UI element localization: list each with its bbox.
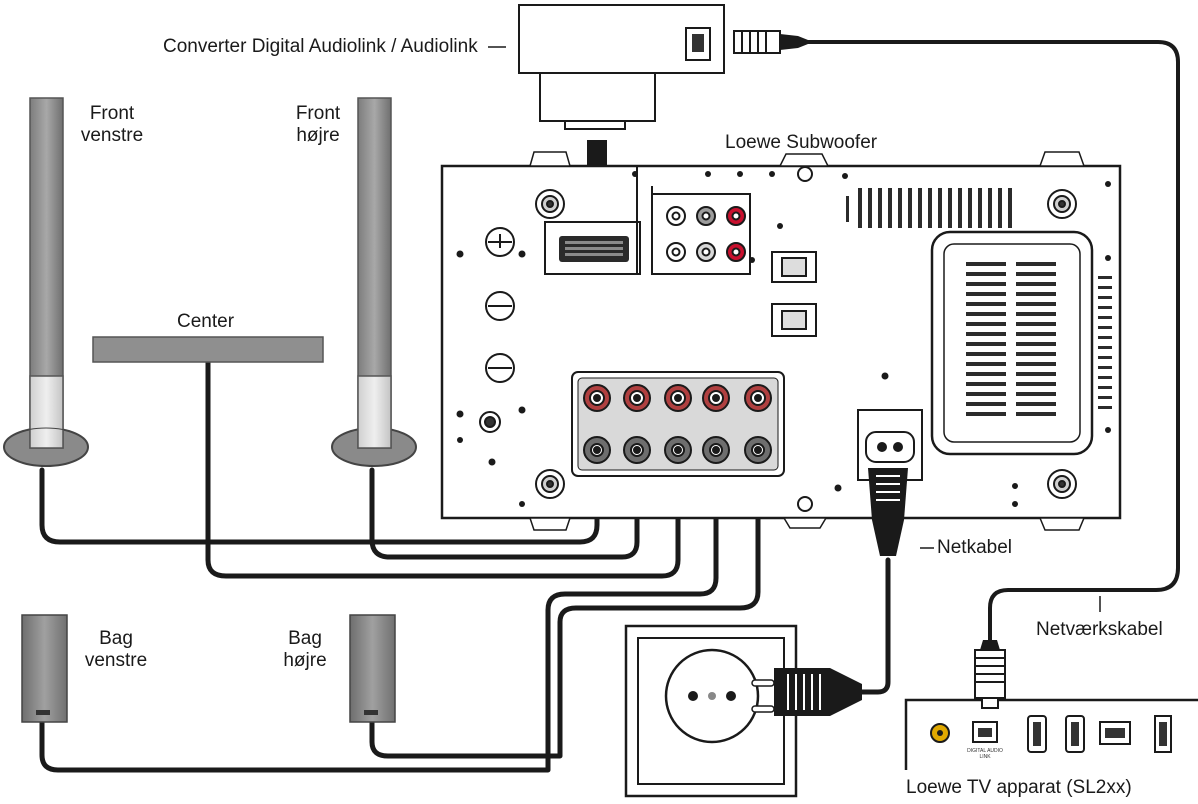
tv-label: Loewe TV apparat (SL2xx) (906, 777, 1132, 798)
rear-left-label-line2: venstre (84, 650, 148, 671)
network-plug-converter (733, 30, 808, 54)
network-cable-label: Netværkskabel (1036, 619, 1163, 640)
rear-right-label: Bag højre (270, 628, 340, 672)
network-plug-tv (974, 640, 1006, 709)
power-cable-line (857, 557, 891, 695)
wall-power-plug (751, 668, 862, 716)
rear-left-speaker (21, 614, 68, 723)
rear-right-speaker (349, 614, 396, 723)
leader-lines (488, 46, 1101, 612)
center-speaker (92, 336, 324, 363)
front-right-label-line2: højre (296, 125, 340, 146)
rear-left-label: Bag venstre (76, 628, 156, 672)
tv-port-label: DIGITAL AUDIO LINK (967, 748, 1003, 760)
rear-right-label-line2: højre (283, 650, 327, 671)
subwoofer-panel (440, 151, 1122, 531)
cable-front-left (39, 452, 600, 545)
front-right-label: Front højre (282, 103, 354, 147)
tv-connection-panel (904, 698, 1198, 770)
heatsink-grille (930, 230, 1112, 456)
front-left-label: Front venstre (66, 103, 158, 147)
rear-left-label-line1: Bag (99, 628, 133, 649)
front-right-speaker (331, 97, 417, 467)
converter-label: Converter Digital Audiolink / Audiolink (163, 36, 478, 57)
front-right-label-line1: Front (295, 103, 341, 124)
speaker-cables (39, 359, 761, 773)
center-label: Center (177, 311, 235, 332)
network-cable-line (806, 40, 1180, 642)
rca-inputs (651, 186, 751, 275)
front-left-speaker (3, 97, 89, 467)
speaker-terminals (571, 371, 785, 477)
cable-center (205, 359, 681, 579)
power-cable-label: Netkabel (937, 537, 1012, 558)
power-plug-subwoofer (868, 468, 908, 556)
front-left-label-line2: venstre (80, 125, 144, 146)
audiolink-socket (544, 166, 641, 275)
cable-rear-right (369, 452, 761, 759)
cable-rear-left (39, 452, 719, 773)
vent-slots (846, 188, 1012, 228)
front-left-label-line1: Front (89, 103, 135, 124)
cable-front-right (369, 452, 640, 560)
converter-box (518, 4, 725, 130)
rear-right-label-line1: Bag (288, 628, 322, 649)
subwoofer-label: Loewe Subwoofer (725, 132, 878, 153)
converter-network-port (685, 27, 711, 61)
